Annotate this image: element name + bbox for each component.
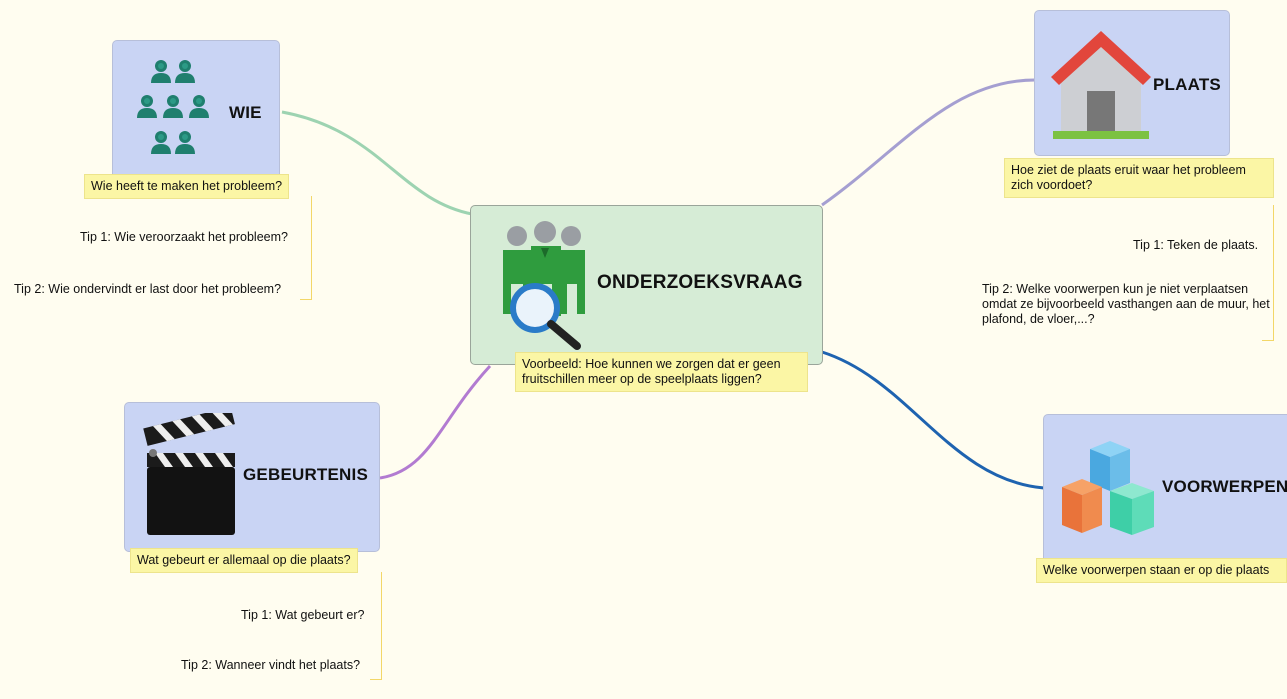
gebeurtenis-tip-1: Tip 1: Wat gebeurt er? xyxy=(241,608,365,622)
clapperboard-icon xyxy=(143,413,235,535)
voorwerpen-question: Welke voorwerpen staan er op die plaats xyxy=(1036,558,1287,583)
wie-tip-1: Tip 1: Wie veroorzaakt het probleem? xyxy=(80,230,288,244)
stacked-cubes-icon xyxy=(1062,441,1154,535)
wie-node[interactable]: WIE xyxy=(112,40,280,180)
gebeurtenis-title: GEBEURTENIS xyxy=(243,465,368,484)
gebeurtenis-tip-2: Tip 2: Wanneer vindt het plaats? xyxy=(181,658,361,672)
voorwerpen-node[interactable]: VOORWERPEN xyxy=(1043,414,1287,564)
edge-gebeurtenis xyxy=(379,364,492,480)
house-icon xyxy=(1051,31,1151,139)
plaats-tip-2: Tip 2: Welke voorwerpen kun je niet verp… xyxy=(982,282,1270,326)
center-node[interactable]: ONDERZOEKSVRAAG xyxy=(470,205,823,365)
wie-question: Wie heeft te maken het probleem? xyxy=(84,174,290,199)
wie-title: WIE xyxy=(229,103,262,122)
plaats-title: PLAATS xyxy=(1153,75,1221,94)
plaats-tip-1: Tip 1: Teken de plaats. xyxy=(1133,238,1259,252)
people-group-icon xyxy=(137,60,209,154)
plaats-tip-bracket xyxy=(1262,205,1274,341)
wie-tip-2: Tip 2: Wie ondervindt er last door het p… xyxy=(14,282,282,296)
center-title: ONDERZOEKSVRAAG xyxy=(597,272,803,293)
gebeurtenis-question: Wat gebeurt er allemaal op die plaats? xyxy=(130,548,358,573)
gebeurtenis-tip-bracket xyxy=(370,572,382,680)
edge-plaats xyxy=(821,78,1036,207)
voorwerpen-title: VOORWERPEN xyxy=(1162,477,1287,496)
edge-voorwerpen xyxy=(821,350,1045,490)
center-example: Voorbeeld: Hoe kunnen we zorgen dat er g… xyxy=(515,352,808,392)
plaats-node[interactable]: PLAATS xyxy=(1034,10,1230,156)
wie-tip-bracket xyxy=(300,196,312,300)
gebeurtenis-node[interactable]: GEBEURTENIS xyxy=(124,402,380,552)
researchers-magnifier-icon xyxy=(503,221,585,350)
plaats-question: Hoe ziet de plaats eruit waar het proble… xyxy=(1004,158,1274,198)
edge-wie xyxy=(281,110,473,216)
